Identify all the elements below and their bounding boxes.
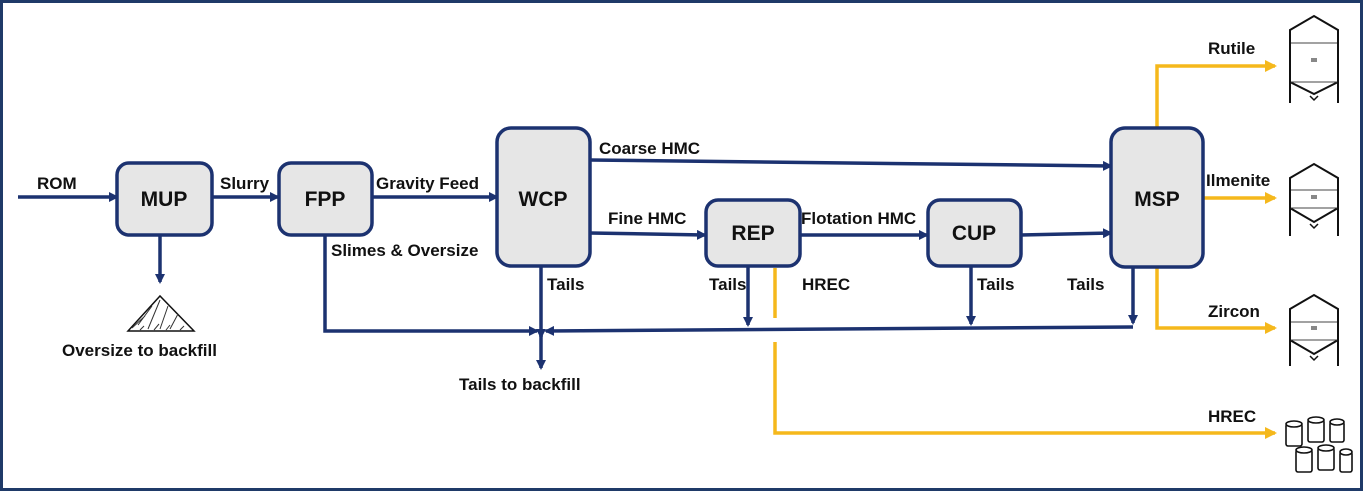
label-rutile: Rutile (1208, 39, 1255, 58)
node-wcp-label: WCP (519, 188, 568, 211)
node-msp-label: MSP (1134, 188, 1180, 211)
label-tails-msp: Tails (1067, 275, 1104, 294)
node-mup: MUP (115, 161, 214, 237)
node-rep: REP (704, 198, 802, 268)
node-mup-label: MUP (141, 188, 188, 211)
label-rom: ROM (37, 174, 77, 193)
node-wcp: WCP (495, 126, 592, 268)
label-tails-wcp: Tails (547, 275, 584, 294)
flow-fpp-slimes (323, 235, 539, 336)
label-ilmenite: Ilmenite (1206, 171, 1270, 190)
label-fine-hmc: Fine HMC (608, 209, 686, 228)
flow-cup-to-msp (1020, 228, 1113, 239)
node-rep-label: REP (731, 222, 774, 245)
node-fpp: FPP (277, 161, 374, 237)
flow-zircon (1155, 267, 1277, 334)
silo-ilmenite-icon (1289, 162, 1339, 236)
drums-icon (1285, 416, 1353, 473)
label-tails-backfill: Tails to backfill (459, 375, 581, 394)
label-hrec-product: HREC (1208, 407, 1256, 426)
label-oversize-backfill: Oversize to backfill (62, 341, 217, 360)
node-msp: MSP (1109, 126, 1205, 269)
stockpile-icon (126, 294, 196, 332)
label-tails-rep: Tails (709, 275, 746, 294)
label-gravity-feed: Gravity Feed (376, 174, 479, 193)
label-coarse-hmc: Coarse HMC (599, 139, 700, 158)
node-cup-label: CUP (952, 222, 996, 245)
label-flotation-hmc: Flotation HMC (801, 209, 916, 228)
flow-coarse-hmc (589, 158, 1113, 171)
flow-rutile (1155, 60, 1277, 128)
flow-tails-return (544, 325, 1134, 336)
silo-zircon-icon (1289, 293, 1339, 366)
label-slimes-oversize: Slimes & Oversize (331, 241, 478, 260)
label-tails-cup: Tails (977, 275, 1014, 294)
label-slurry: Slurry (220, 174, 270, 193)
node-cup: CUP (926, 198, 1023, 268)
silo-rutile-icon (1289, 14, 1339, 103)
node-fpp-label: FPP (305, 188, 346, 211)
flow-hrec (773, 342, 1277, 439)
label-hrec-rep: HREC (802, 275, 850, 294)
label-zircon: Zircon (1208, 302, 1260, 321)
flow-fine-hmc (589, 229, 707, 240)
